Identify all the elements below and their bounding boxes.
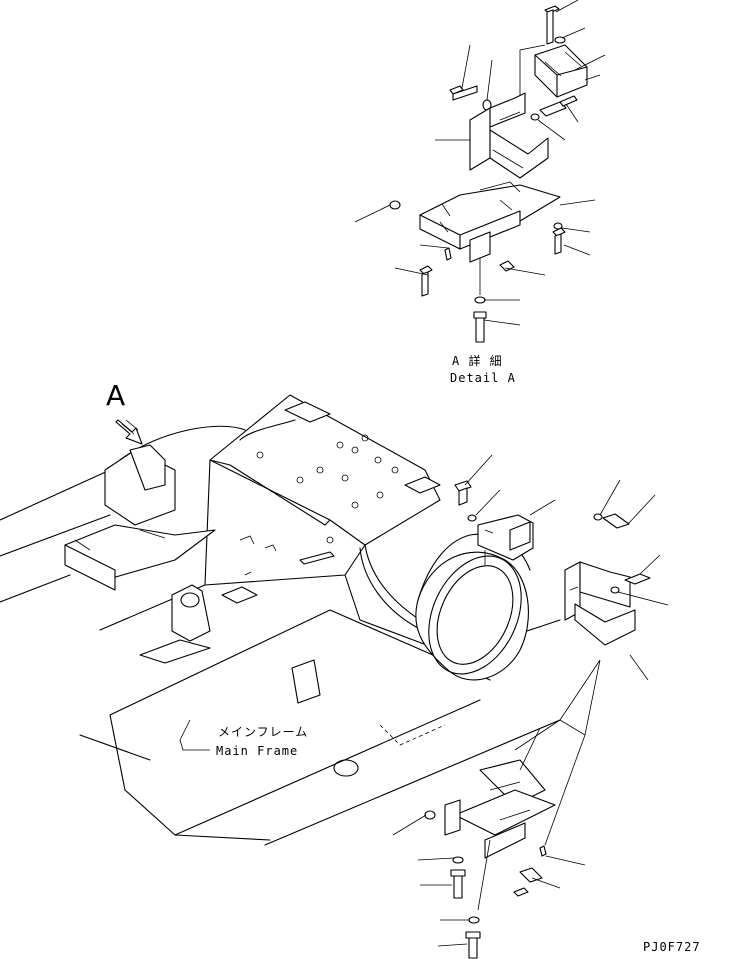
detail-label-en: Detail A [450, 371, 516, 385]
detail-label-ja: A 詳 細 [452, 354, 503, 368]
view-label: A [106, 379, 126, 412]
main-frame-label-ja: メインフレーム [218, 725, 309, 739]
main-frame-body [0, 394, 561, 846]
detail-a-assembly [354, 0, 606, 343]
figure-code: PJ0F727 [643, 940, 701, 954]
right-bracket-assembly [179, 454, 669, 959]
main-frame-label-en: Main Frame [216, 744, 299, 758]
